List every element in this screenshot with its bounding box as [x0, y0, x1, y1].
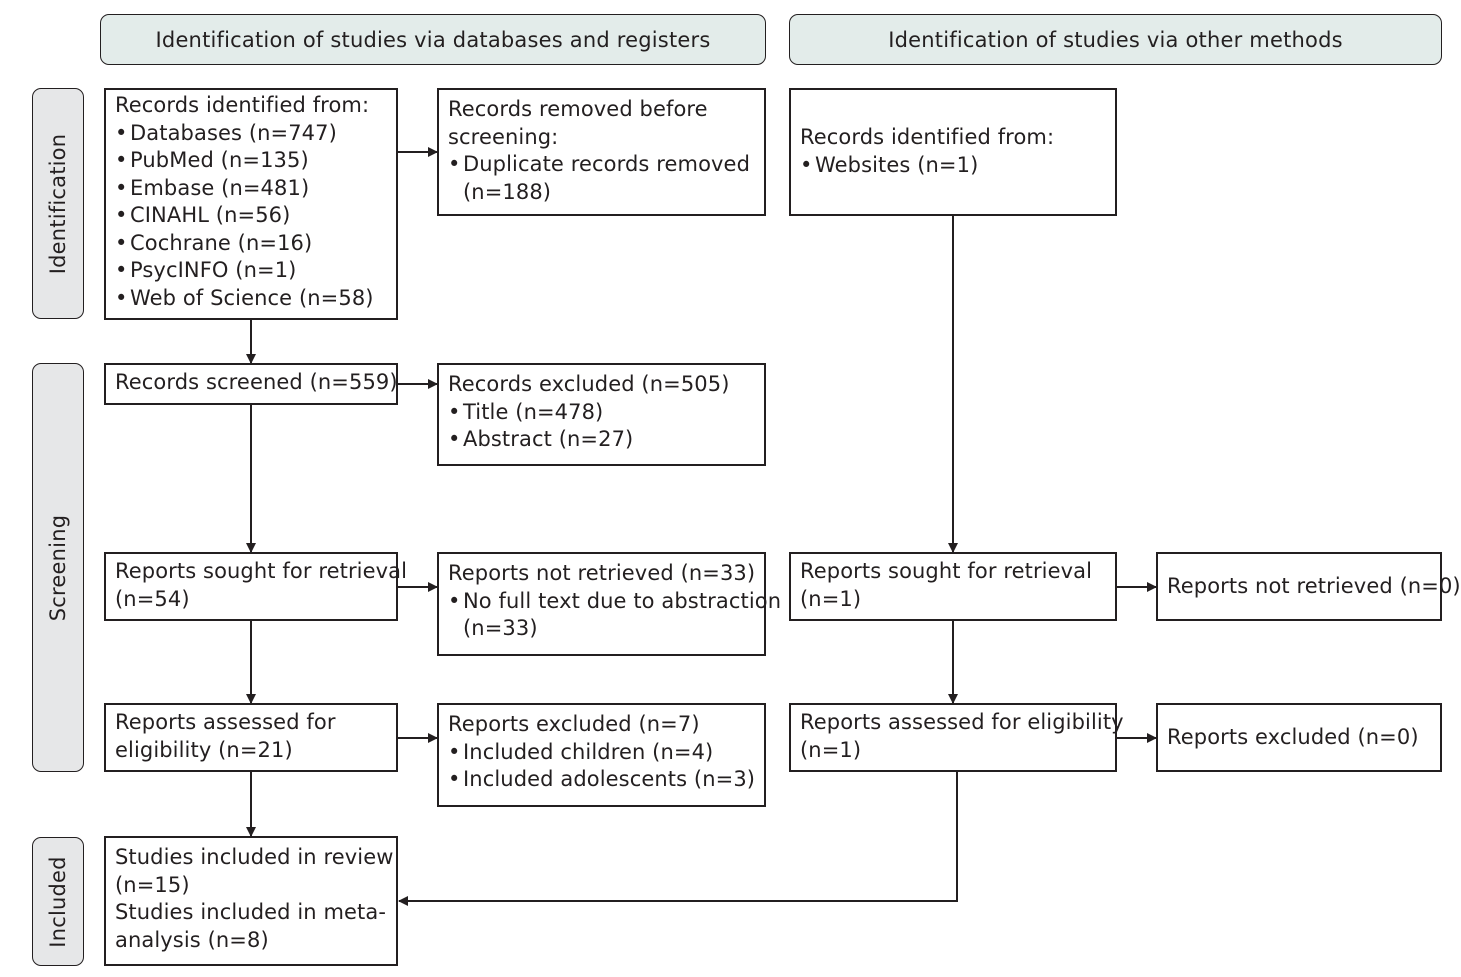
- studies-included-box: Studies included in review (n=15) Studie…: [104, 836, 398, 966]
- reports-excluded-item: Included adolescents (n=3): [448, 766, 755, 794]
- websites-identified-title: Records identified from:: [800, 125, 1055, 149]
- right-reports-sought-line2: (n=1): [800, 586, 862, 611]
- database-item: Embase (n=481): [115, 175, 387, 203]
- phase-identification: Identification: [32, 88, 84, 319]
- database-item: Databases (n=747): [115, 120, 387, 148]
- right-reports-not-retrieved-box: Reports not retrieved (n=0): [1156, 552, 1461, 621]
- header-databases-registers: Identification of studies via databases …: [100, 14, 766, 65]
- right-reports-not-retrieved-label: Reports not retrieved (n=0): [1167, 573, 1461, 598]
- right-reports-assessed-box: Reports assessed for eligibility (n=1): [789, 703, 1124, 772]
- reports-sought-line2: (n=54): [115, 586, 190, 611]
- studies-included-line4: analysis (n=8): [115, 927, 269, 952]
- duplicates-count: (n=188): [463, 179, 552, 204]
- records-screened-label: Records screened (n=559): [115, 370, 398, 394]
- duplicates-item: Duplicate records removed: [448, 151, 755, 179]
- records-excluded-title: Records excluded (n=505): [448, 372, 730, 396]
- reports-not-retrieved-title: Reports not retrieved (n=33): [448, 561, 756, 585]
- reports-excluded-item: Included children (n=4): [448, 739, 755, 767]
- reports-assessed-box: Reports assessed for eligibility (n=21): [104, 703, 398, 772]
- phase-identification-label: Identification: [46, 133, 70, 274]
- studies-included-line3: Studies included in meta-: [115, 900, 387, 924]
- records-excluded-box: Records excluded (n=505) Title (n=478) A…: [437, 363, 766, 466]
- right-reports-sought-line1: Reports sought for retrieval: [800, 559, 1093, 583]
- right-reports-assessed-line2: (n=1): [800, 737, 862, 762]
- right-reports-sought-box: Reports sought for retrieval (n=1): [789, 552, 1117, 621]
- phase-included: Included: [32, 837, 84, 966]
- studies-included-line2: (n=15): [115, 872, 190, 897]
- database-item: Web of Science (n=58): [115, 285, 387, 313]
- websites-item: Websites (n=1): [800, 152, 1106, 180]
- database-item: PsycINFO (n=1): [115, 257, 387, 285]
- records-identified-title: Records identified from:: [115, 93, 370, 117]
- records-identified-box: Records identified from: Databases (n=74…: [104, 88, 398, 320]
- studies-included-line1: Studies included in review: [115, 845, 394, 869]
- reports-assessed-line1: Reports assessed for: [115, 710, 336, 734]
- not-retrieved-count: (n=33): [463, 616, 538, 640]
- reports-excluded-box: Reports excluded (n=7) Included children…: [437, 703, 766, 807]
- database-item: PubMed (n=135): [115, 147, 387, 175]
- websites-identified-box: Records identified from: Websites (n=1): [789, 88, 1117, 216]
- right-reports-excluded-box: Reports excluded (n=0): [1156, 703, 1442, 772]
- reports-excluded-title: Reports excluded (n=7): [448, 712, 700, 736]
- records-removed-line2: screening:: [448, 124, 559, 149]
- header-databases-registers-label: Identification of studies via databases …: [155, 27, 711, 52]
- reports-sought-line1: Reports sought for retrieval: [115, 559, 408, 583]
- right-reports-assessed-line1: Reports assessed for eligibility: [800, 710, 1124, 734]
- reports-sought-box: Reports sought for retrieval (n=54): [104, 552, 408, 621]
- header-other-methods-label: Identification of studies via other meth…: [888, 27, 1343, 52]
- excluded-item: Abstract (n=27): [448, 426, 755, 454]
- excluded-item: Title (n=478): [448, 399, 755, 427]
- records-removed-line1: Records removed before: [448, 97, 708, 121]
- right-reports-excluded-label: Reports excluded (n=0): [1167, 724, 1419, 749]
- records-removed-box: Records removed before screening: Duplic…: [437, 88, 766, 216]
- phase-included-label: Included: [46, 855, 70, 948]
- database-item: Cochrane (n=16): [115, 230, 387, 258]
- header-other-methods: Identification of studies via other meth…: [789, 14, 1442, 65]
- not-retrieved-item: No full text due to abstraction: [448, 588, 781, 616]
- database-item: CINAHL (n=56): [115, 202, 387, 230]
- reports-not-retrieved-box: Reports not retrieved (n=33) No full tex…: [437, 552, 781, 656]
- phase-screening-label: Screening: [46, 514, 70, 621]
- reports-assessed-line2: eligibility (n=21): [115, 737, 293, 762]
- phase-screening: Screening: [32, 363, 84, 772]
- records-screened-box: Records screened (n=559): [104, 363, 398, 405]
